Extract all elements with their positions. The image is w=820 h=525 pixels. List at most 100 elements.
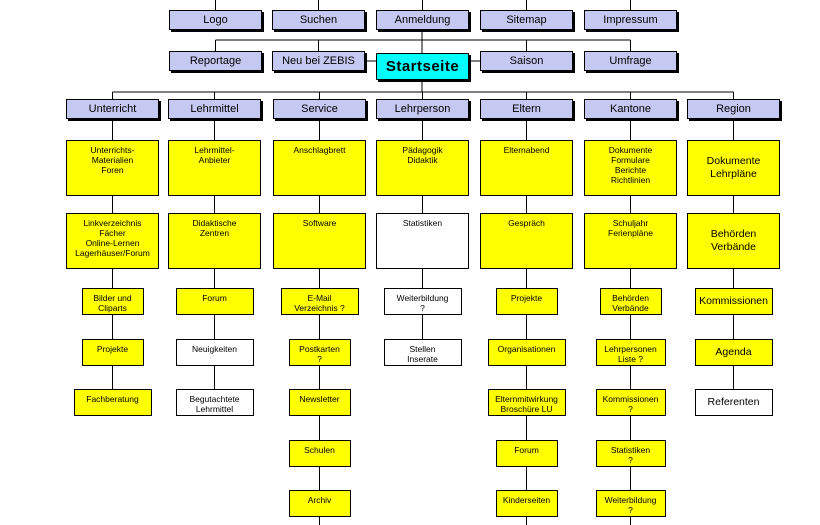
node-eltern-projekte-label: Projekte bbox=[510, 293, 543, 303]
category-lehrmittel-button[interactable]: Lehrmittel bbox=[168, 99, 261, 119]
node-service-newsletter[interactable]: Newsletter bbox=[288, 389, 351, 416]
node-region-behoerden-label: Behörden Verbände bbox=[710, 228, 757, 253]
node-region-agenda[interactable]: Agenda bbox=[694, 339, 773, 366]
node-region-kommissionen[interactable]: Kommissionen bbox=[694, 288, 773, 315]
category-service-button-label: Service bbox=[301, 103, 338, 115]
nav-saison-button-label: Saison bbox=[509, 55, 544, 67]
nav-suchen-button[interactable]: Suchen bbox=[272, 10, 365, 30]
node-lehrperson-paedagogik-label: Pädagogik Didaktik bbox=[402, 145, 443, 165]
node-eltern-elternabend-label: Elternabend bbox=[503, 145, 550, 155]
category-region-button-label: Region bbox=[716, 103, 751, 115]
node-lehrmittel-neuigkeiten[interactable]: Neuigkeiten bbox=[175, 339, 254, 366]
node-service-schulen[interactable]: Schulen bbox=[288, 440, 351, 467]
node-unterricht-bilder-und[interactable]: Bilder und Cliparts bbox=[81, 288, 144, 315]
node-region-dokumente-label: Dokumente Lehrpläne bbox=[706, 155, 761, 180]
node-kantone-kommissionen[interactable]: Kommissionen ? bbox=[595, 389, 666, 416]
node-eltern-kinderseiten[interactable]: Kinderseiten bbox=[495, 490, 558, 517]
category-eltern-button[interactable]: Eltern bbox=[480, 99, 573, 119]
node-eltern-projekte[interactable]: Projekte bbox=[495, 288, 558, 315]
node-kantone-behoerden[interactable]: Behörden Verbände bbox=[599, 288, 662, 315]
node-eltern-organisationen[interactable]: Organisationen bbox=[487, 339, 566, 366]
node-lehrmittel-lehrmittel[interactable]: Lehrmittel- Anbieter bbox=[168, 140, 261, 196]
node-service-software-label: Software bbox=[302, 218, 337, 228]
node-kantone-weiterbildung-label: Weiterbildung ? bbox=[604, 495, 657, 515]
category-unterricht-button[interactable]: Unterricht bbox=[66, 99, 159, 119]
node-lehrmittel-didaktische-label: Didaktische Zentren bbox=[192, 218, 237, 238]
node-eltern-forum[interactable]: Forum bbox=[495, 440, 558, 467]
node-eltern-elternmitwirkung-label: Elternmitwirkung Broschüre LU bbox=[495, 394, 558, 414]
node-unterricht-linkverzeichnis[interactable]: Linkverzeichnis Fächer Online-Lernen Lag… bbox=[66, 213, 159, 269]
category-kantone-button-label: Kantone bbox=[610, 103, 651, 115]
startseite-button[interactable]: Startseite bbox=[376, 53, 469, 80]
nav-umfrage-button[interactable]: Umfrage bbox=[584, 51, 677, 71]
node-lehrperson-statistiken[interactable]: Statistiken bbox=[376, 213, 469, 269]
node-kantone-statistiken-label: Statistiken ? bbox=[610, 445, 651, 465]
node-kantone-weiterbildung[interactable]: Weiterbildung ? bbox=[595, 490, 666, 517]
nav-logo-button[interactable]: Logo bbox=[169, 10, 262, 30]
node-service-archiv-label: Archiv bbox=[307, 495, 332, 505]
nav-reportage-button[interactable]: Reportage bbox=[169, 51, 262, 71]
node-eltern-gespraech[interactable]: Gespräch bbox=[480, 213, 573, 269]
node-region-behoerden[interactable]: Behörden Verbände bbox=[687, 213, 780, 269]
node-lehrmittel-begutachtete-label: Begutachtete Lehrmittel bbox=[189, 394, 240, 414]
nav-neu-bei-zebis-button[interactable]: Neu bei ZEBIS bbox=[272, 51, 365, 71]
node-service-postkarten[interactable]: Postkarten ? bbox=[288, 339, 351, 366]
node-kantone-schuljahr-label: Schuljahr Ferienpläne bbox=[608, 218, 653, 238]
node-unterricht-linkverzeichnis-label: Linkverzeichnis Fächer Online-Lernen Lag… bbox=[75, 218, 150, 258]
node-unterricht-unterrichts[interactable]: Unterrichts- Materialien Foren bbox=[66, 140, 159, 196]
nav-reportage-button-label: Reportage bbox=[189, 55, 242, 67]
node-unterricht-fachberatung-label: Fachberatung bbox=[86, 394, 139, 404]
node-lehrperson-stellen[interactable]: Stellen Inserate bbox=[383, 339, 462, 366]
node-lehrperson-weiterbildung-label: Weiterbildung ? bbox=[396, 293, 449, 313]
node-lehrmittel-forum[interactable]: Forum bbox=[175, 288, 254, 315]
category-lehrperson-button[interactable]: Lehrperson bbox=[376, 99, 469, 119]
nav-logo-button-label: Logo bbox=[203, 14, 228, 26]
node-service-anschlagbrett[interactable]: Anschlagbrett bbox=[273, 140, 366, 196]
node-kantone-lehrpersonen[interactable]: Lehrpersonen Liste ? bbox=[595, 339, 666, 366]
node-kantone-schuljahr[interactable]: Schuljahr Ferienpläne bbox=[584, 213, 677, 269]
node-service-archiv[interactable]: Archiv bbox=[288, 490, 351, 517]
nav-sitemap-button[interactable]: Sitemap bbox=[480, 10, 573, 30]
category-kantone-button[interactable]: Kantone bbox=[584, 99, 677, 119]
category-region-button[interactable]: Region bbox=[687, 99, 780, 119]
node-region-dokumente[interactable]: Dokumente Lehrpläne bbox=[687, 140, 780, 196]
node-kantone-statistiken[interactable]: Statistiken ? bbox=[595, 440, 666, 467]
node-lehrperson-weiterbildung[interactable]: Weiterbildung ? bbox=[383, 288, 462, 315]
node-region-referenten-label: Referenten bbox=[707, 396, 760, 408]
startseite-button-label: Startseite bbox=[385, 58, 460, 75]
node-service-newsletter-label: Newsletter bbox=[299, 394, 340, 404]
node-unterricht-bilder-und-label: Bilder und Cliparts bbox=[93, 293, 132, 313]
category-service-button[interactable]: Service bbox=[273, 99, 366, 119]
node-lehrmittel-begutachtete[interactable]: Begutachtete Lehrmittel bbox=[175, 389, 254, 416]
node-eltern-elternabend[interactable]: Elternabend bbox=[480, 140, 573, 196]
node-kantone-lehrpersonen-label: Lehrpersonen Liste ? bbox=[604, 344, 657, 364]
nav-saison-button[interactable]: Saison bbox=[480, 51, 573, 71]
node-lehrmittel-didaktische[interactable]: Didaktische Zentren bbox=[168, 213, 261, 269]
node-kantone-behoerden-label: Behörden Verbände bbox=[612, 293, 649, 313]
node-eltern-organisationen-label: Organisationen bbox=[497, 344, 556, 354]
node-service-e-mail[interactable]: E-Mail Verzeichnis ? bbox=[280, 288, 359, 315]
node-service-software[interactable]: Software bbox=[273, 213, 366, 269]
nav-impressum-button-label: Impressum bbox=[603, 14, 658, 26]
node-region-referenten[interactable]: Referenten bbox=[694, 389, 773, 416]
nav-neu-bei-zebis-button-label: Neu bei ZEBIS bbox=[282, 55, 355, 67]
node-eltern-elternmitwirkung[interactable]: Elternmitwirkung Broschüre LU bbox=[487, 389, 566, 416]
node-lehrmittel-neuigkeiten-label: Neuigkeiten bbox=[192, 344, 237, 354]
node-service-anschlagbrett-label: Anschlagbrett bbox=[293, 145, 346, 155]
nav-impressum-button[interactable]: Impressum bbox=[584, 10, 677, 30]
category-unterricht-button-label: Unterricht bbox=[88, 103, 137, 115]
nav-anmeldung-button[interactable]: Anmeldung bbox=[376, 10, 469, 30]
node-lehrperson-paedagogik[interactable]: Pädagogik Didaktik bbox=[376, 140, 469, 196]
nav-umfrage-button-label: Umfrage bbox=[609, 55, 652, 67]
node-service-schulen-label: Schulen bbox=[304, 445, 335, 455]
node-unterricht-fachberatung[interactable]: Fachberatung bbox=[73, 389, 152, 416]
nav-suchen-button-label: Suchen bbox=[299, 14, 338, 26]
node-unterricht-projekte[interactable]: Projekte bbox=[81, 339, 144, 366]
category-lehrmittel-button-label: Lehrmittel bbox=[190, 103, 239, 115]
node-unterricht-projekte-label: Projekte bbox=[96, 344, 129, 354]
node-lehrperson-stellen-label: Stellen Inserate bbox=[407, 344, 438, 364]
node-unterricht-unterrichts-label: Unterrichts- Materialien Foren bbox=[90, 145, 135, 175]
node-eltern-forum-label: Forum bbox=[514, 445, 539, 455]
node-kantone-dokumente[interactable]: Dokumente Formulare Berichte Richtlinien bbox=[584, 140, 677, 196]
